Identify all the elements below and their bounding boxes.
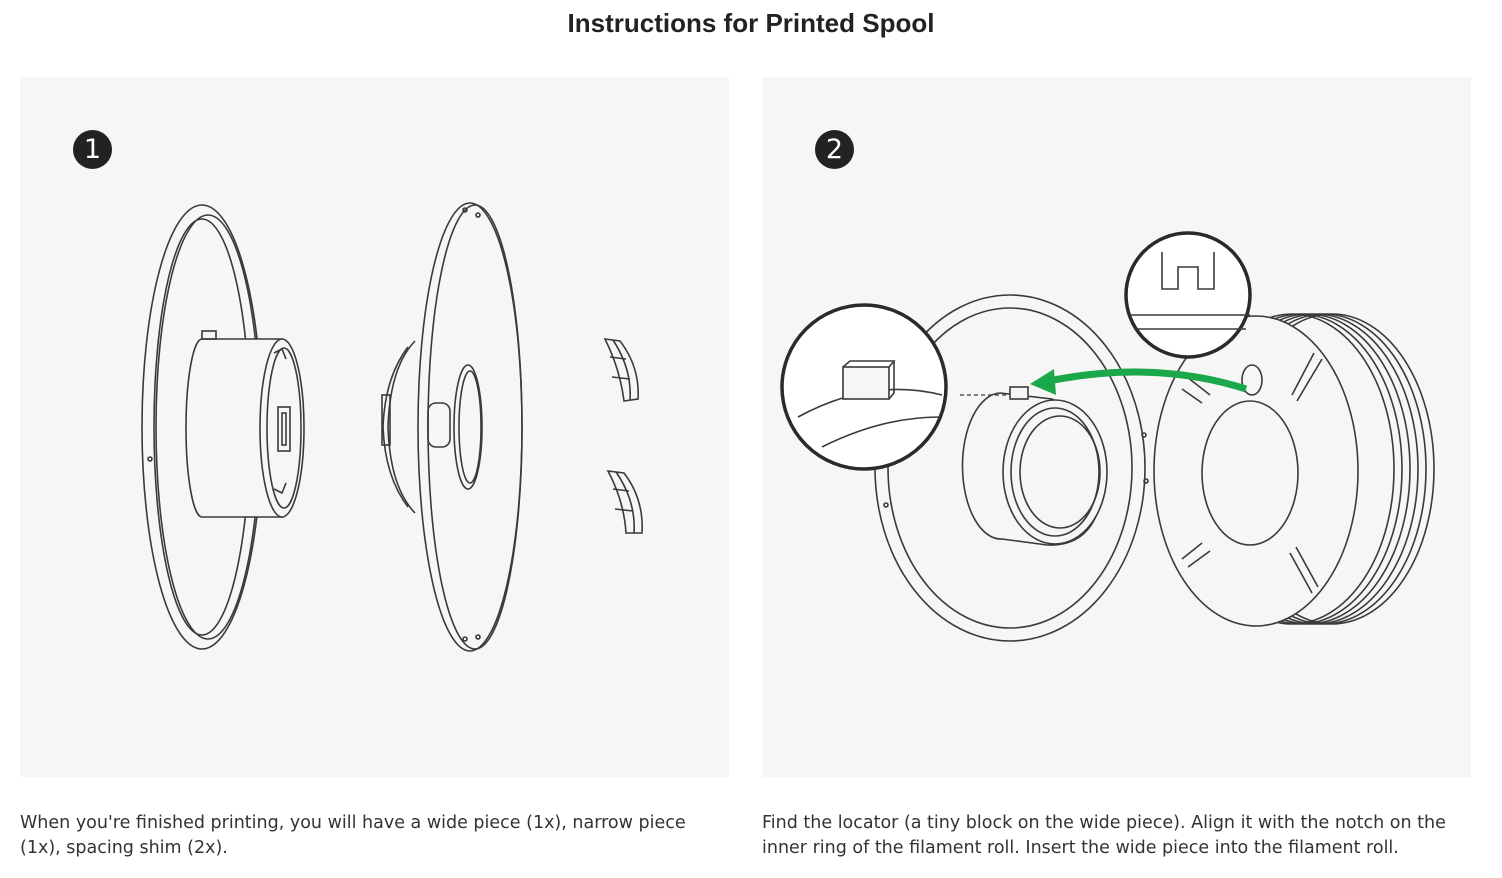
- narrow-piece-drawing: [381, 202, 523, 652]
- step-number-badge: 1: [73, 130, 112, 169]
- alignment-arrow: [960, 368, 1248, 396]
- step-2-drawing: [780, 231, 1435, 642]
- step-2-caption: Find the locator (a tiny block on the wi…: [762, 813, 1446, 858]
- wide-piece-drawing: [141, 204, 305, 650]
- locator-zoom-callout: [780, 303, 948, 471]
- step-1-illustration: 1: [20, 77, 729, 777]
- step-number-badge: 2: [815, 130, 854, 169]
- spacing-shim-drawing: [603, 338, 643, 534]
- step-2-illustration: 2: [762, 77, 1471, 777]
- page-title: Instructions for Printed Spool: [567, 8, 935, 38]
- step-1-caption: When you're finished printing, you will …: [20, 813, 686, 858]
- notch-zoom-callout: [1124, 231, 1252, 359]
- step-1-drawing: [141, 202, 643, 652]
- filament-roll-drawing: [1153, 313, 1435, 627]
